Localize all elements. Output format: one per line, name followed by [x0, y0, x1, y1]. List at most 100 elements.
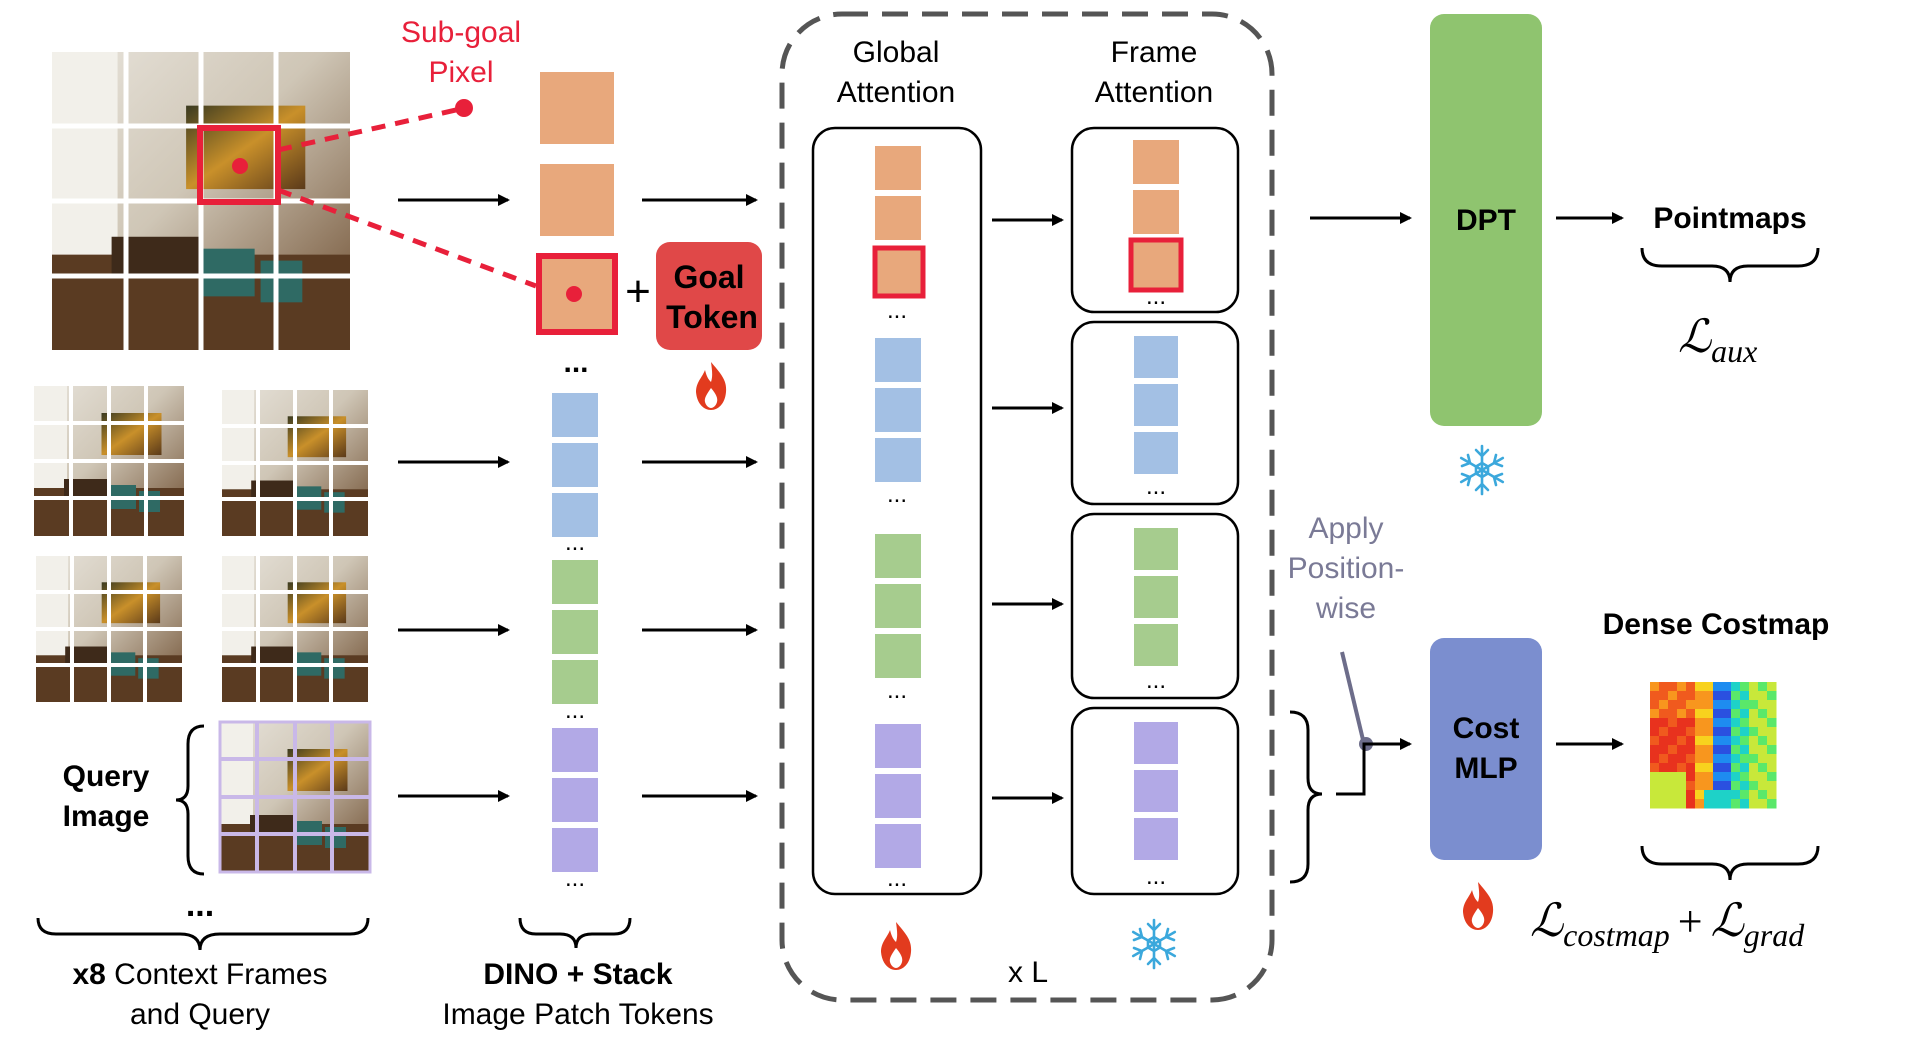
attention-block: [779, 11, 1275, 1003]
token-ellipsis-4: ...: [565, 865, 585, 892]
costmap-cell: [1767, 763, 1777, 773]
costmap-cell: [1767, 691, 1777, 701]
costmap-cell: [1677, 709, 1687, 719]
costmap-cell: [1713, 745, 1723, 755]
costmap-cell: [1767, 745, 1777, 755]
costmap-cell: [1767, 754, 1777, 764]
costmap-cell: [1668, 736, 1678, 746]
costmap-cell: [1731, 772, 1741, 782]
costmap-cell: [1740, 763, 1750, 773]
images-ellipsis: ...: [186, 886, 214, 924]
costmap-cell: [1767, 736, 1777, 746]
costmap-cell: [1758, 790, 1768, 800]
costmap-cell: [1659, 709, 1669, 719]
costmap-cell: [1758, 763, 1768, 773]
snowflake-icon: [1459, 444, 1505, 496]
costmap-cell: [1695, 781, 1705, 791]
token-stack: ... ... ... ...: [536, 72, 618, 892]
costmap-cell: [1749, 790, 1759, 800]
costmap-cell: [1668, 727, 1678, 737]
costmap-cell: [1758, 745, 1768, 755]
costmap-cell: [1740, 736, 1750, 746]
costmap-cell: [1704, 745, 1714, 755]
apply-line1: Apply: [1308, 512, 1383, 545]
costmap-cell: [1722, 772, 1732, 782]
costmap-cell: [1650, 745, 1660, 755]
costmap-cell: [1650, 718, 1660, 728]
costmap-cell: [1749, 736, 1759, 746]
costmap-cell: [1659, 745, 1669, 755]
costmap-cell: [1758, 772, 1768, 782]
costmap-cell: [1740, 718, 1750, 728]
repeat-label: x L: [1008, 956, 1048, 989]
costmap-cell: [1695, 709, 1705, 719]
costmap-cell: [1659, 754, 1669, 764]
costmap-cell: [1713, 754, 1723, 764]
costmap-cell: [1677, 700, 1687, 710]
costmap-cell: [1650, 727, 1660, 737]
costmap-cell: [1668, 709, 1678, 719]
costmap-cell: [1686, 736, 1696, 746]
costmap-cell: [1704, 763, 1714, 773]
costmap-cell: [1668, 772, 1678, 782]
costmap-cell: [1695, 700, 1705, 710]
fire-icon: [1463, 882, 1494, 930]
dino-caption-line2: Image Patch Tokens: [442, 998, 713, 1031]
costmap-cell: [1749, 781, 1759, 791]
costmap-cell: [1758, 709, 1768, 719]
costmap-cell: [1650, 736, 1660, 746]
costmap-cell: [1767, 718, 1777, 728]
cost-mlp-line1: Cost: [1453, 712, 1520, 745]
costmap-cell: [1767, 682, 1777, 692]
costmap-cell: [1668, 754, 1678, 764]
costmap-cell: [1713, 691, 1723, 701]
dino-brace: [518, 917, 632, 949]
apply-pointer: [1340, 651, 1366, 745]
frame-attention-line2: Attention: [1095, 76, 1213, 109]
costmap-cell: [1695, 691, 1705, 701]
costmap-cell: [1713, 772, 1723, 782]
costmap-cell: [1659, 772, 1669, 782]
cost-mlp-line2: MLP: [1454, 752, 1517, 785]
costmap-cell: [1722, 763, 1732, 773]
costmap-cell: [1713, 682, 1723, 692]
costmap-cell: [1713, 781, 1723, 791]
costmap-cell: [1704, 781, 1714, 791]
costmap-cell: [1731, 700, 1741, 710]
frame-attention-box-1: ...: [1070, 126, 1240, 314]
global-attention-box: ... ... ... ...: [811, 126, 983, 896]
costmap-cell: [1659, 736, 1669, 746]
costmap-cell: [1749, 691, 1759, 701]
frame-ellipsis-4: ...: [1146, 863, 1166, 890]
costmap-cell: [1713, 799, 1723, 809]
costmap-cell: [1686, 763, 1696, 773]
costmap-cell: [1740, 682, 1750, 692]
costmap-cell: [1686, 754, 1696, 764]
pointmaps-label: Pointmaps: [1653, 202, 1806, 235]
costmap-cell: [1767, 790, 1777, 800]
costmap-cell: [1659, 727, 1669, 737]
costmap-cell: [1695, 790, 1705, 800]
subgoal-dashed-line-top: [277, 107, 457, 153]
global-attention-line1: Global: [853, 36, 940, 69]
costmap-cell: [1767, 709, 1777, 719]
costmap-cell: [1650, 682, 1660, 692]
costmap-cell: [1686, 799, 1696, 809]
costmap-cell: [1686, 709, 1696, 719]
costmap-cell: [1758, 754, 1768, 764]
token-ellipsis-2: ...: [565, 529, 585, 556]
context-image-3: [36, 556, 182, 702]
costmap-cell: [1659, 799, 1669, 809]
costmap-cell: [1767, 727, 1777, 737]
token-ellipsis-1: ...: [563, 346, 588, 379]
costmap-cell: [1722, 736, 1732, 746]
costmap-cell: [1731, 799, 1741, 809]
costmap-cell: [1740, 754, 1750, 764]
costmap-cell: [1767, 781, 1777, 791]
costmap-cell: [1740, 799, 1750, 809]
costmap-cell: [1668, 745, 1678, 755]
costmap-cell: [1695, 745, 1705, 755]
dpt-box: DPT: [1430, 14, 1542, 426]
costmap-cell: [1659, 781, 1669, 791]
